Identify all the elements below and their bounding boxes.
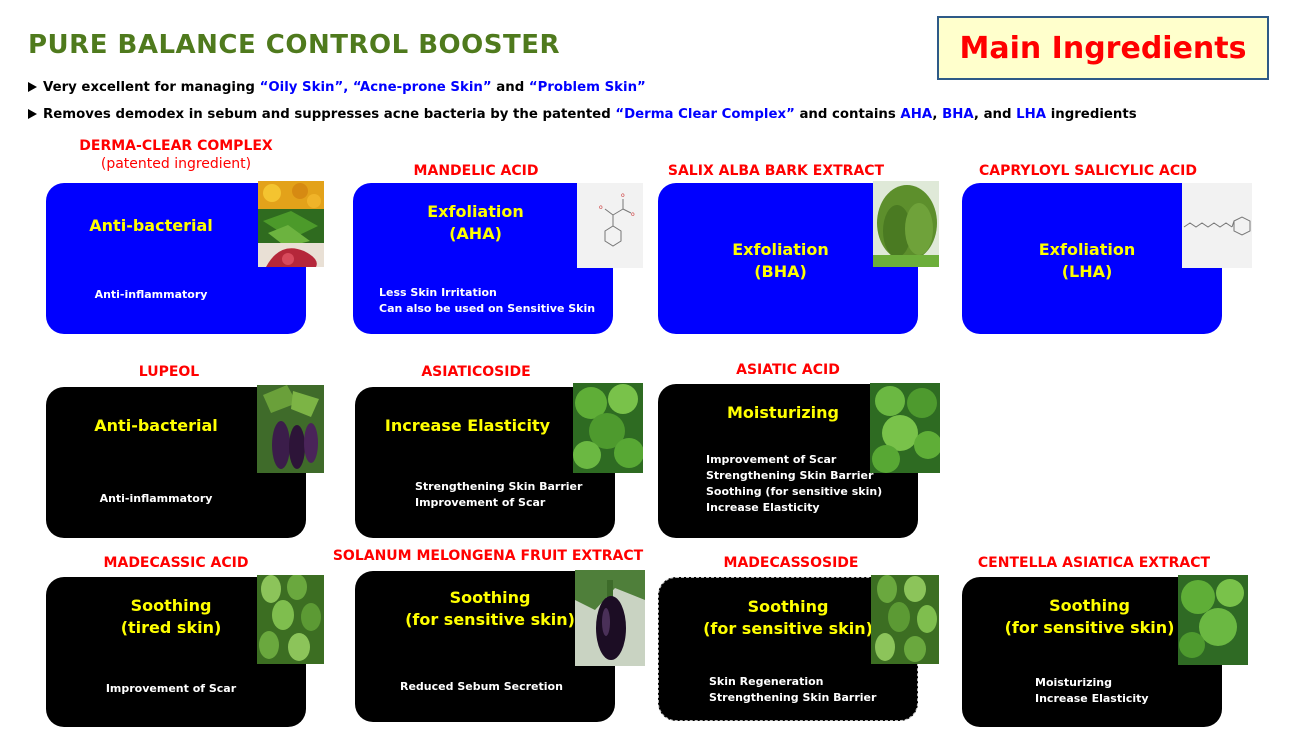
ingredient-label-madecassoside: MADECASSOSIDE	[723, 555, 859, 571]
triangle-bullet-icon	[28, 109, 37, 119]
vine-leaves-image	[871, 575, 939, 664]
svg-text:o: o	[599, 204, 603, 211]
svg-text:o: o	[631, 211, 635, 218]
molecule-chain-image	[1182, 183, 1252, 268]
ingredient-label-madecassic-acid: MADECASSIC ACID	[103, 555, 249, 571]
page-title: PURE BALANCE CONTROL BOOSTER	[28, 30, 560, 60]
ingredient-card-solanum-melongena: Soothing (for sensitive skin) Reduced Se…	[355, 571, 615, 722]
ingredient-card-capryloyl-salicylic-acid: Exfoliation (LHA)	[962, 183, 1222, 334]
ingredient-label-derma-clear: DERMA-CLEAR COMPLEX (patented ingredient…	[79, 138, 273, 172]
ingredient-label-lupeol: LUPEOL	[138, 364, 200, 380]
centella-leaves-image	[870, 383, 940, 473]
ingredient-label-centella-asiatica: CENTELLA ASIATICA EXTRACT	[977, 555, 1211, 571]
ingredient-label-capryloyl-salicylic-acid: CAPRYLOYL SALICYLIC ACID	[979, 163, 1197, 179]
ingredient-label-asiaticoside: ASIATICOSIDE	[421, 364, 531, 380]
leaves-and-fig-image	[258, 181, 324, 267]
willow-tree-image	[873, 181, 939, 267]
bullet-derma-clear: Removes demodex in sebum and suppresses …	[28, 107, 1137, 122]
ingredient-label-mandelic-acid: MANDELIC ACID	[413, 163, 539, 179]
vine-leaves-image	[257, 575, 324, 664]
ingredient-label-asiatic-acid: ASIATIC ACID	[736, 362, 840, 378]
svg-text:o: o	[621, 192, 625, 199]
ingredient-label-salix-alba: SALIX ALBA BARK EXTRACT	[667, 163, 885, 179]
centella-leaves-image	[1178, 575, 1248, 665]
eggplant-image	[575, 570, 645, 666]
molecule-structure-image: o o o	[577, 183, 643, 268]
ingredient-label-solanum-melongena: SOLANUM MELONGENA FRUIT EXTRACT	[332, 548, 644, 564]
triangle-bullet-icon	[28, 82, 37, 92]
eggplant-image	[257, 385, 324, 473]
ingredient-card-mandelic-acid: Exfoliation (AHA) Less Skin Irritation C…	[353, 183, 613, 334]
ingredient-card-asiaticoside: Increase Elasticity Strengthening Skin B…	[355, 387, 615, 538]
bullet-oily-skin: Very excellent for managing “Oily Skin”,…	[28, 80, 646, 95]
main-ingredients-badge: Main Ingredients	[937, 16, 1269, 80]
centella-leaves-image	[573, 383, 643, 473]
